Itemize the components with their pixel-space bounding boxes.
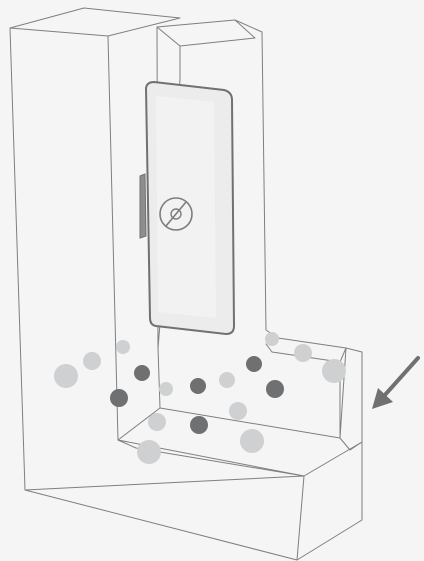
frame-bottom-step bbox=[296, 441, 363, 561]
recess-lower-face bbox=[339, 347, 363, 451]
device-face-highlight bbox=[156, 96, 216, 318]
particle bbox=[240, 429, 264, 453]
circle-slash-logo-icon bbox=[159, 197, 193, 231]
particle bbox=[190, 416, 208, 434]
particle bbox=[229, 402, 247, 420]
particle bbox=[83, 352, 101, 370]
particle bbox=[190, 378, 206, 394]
particle bbox=[294, 344, 312, 362]
particle bbox=[110, 389, 128, 407]
particle bbox=[54, 364, 78, 388]
frame-step-top bbox=[117, 439, 305, 477]
particle bbox=[219, 372, 235, 388]
particle bbox=[148, 413, 166, 431]
recess-right-wall bbox=[234, 19, 347, 363]
particle bbox=[322, 359, 346, 383]
arrow-down-left-icon bbox=[372, 356, 420, 409]
particle bbox=[246, 356, 262, 372]
particle bbox=[265, 332, 279, 346]
recess-left-lip bbox=[117, 407, 161, 441]
sensor-device bbox=[139, 80, 236, 336]
particle bbox=[266, 380, 284, 398]
device-side bbox=[139, 173, 147, 239]
particles bbox=[54, 332, 346, 464]
frame-outer-outline bbox=[9, 7, 181, 37]
recess-back-top bbox=[156, 19, 256, 47]
recess-floor-front bbox=[157, 347, 347, 439]
particle bbox=[137, 440, 161, 464]
particle bbox=[134, 365, 150, 381]
particle bbox=[159, 382, 173, 396]
particle bbox=[116, 340, 130, 354]
